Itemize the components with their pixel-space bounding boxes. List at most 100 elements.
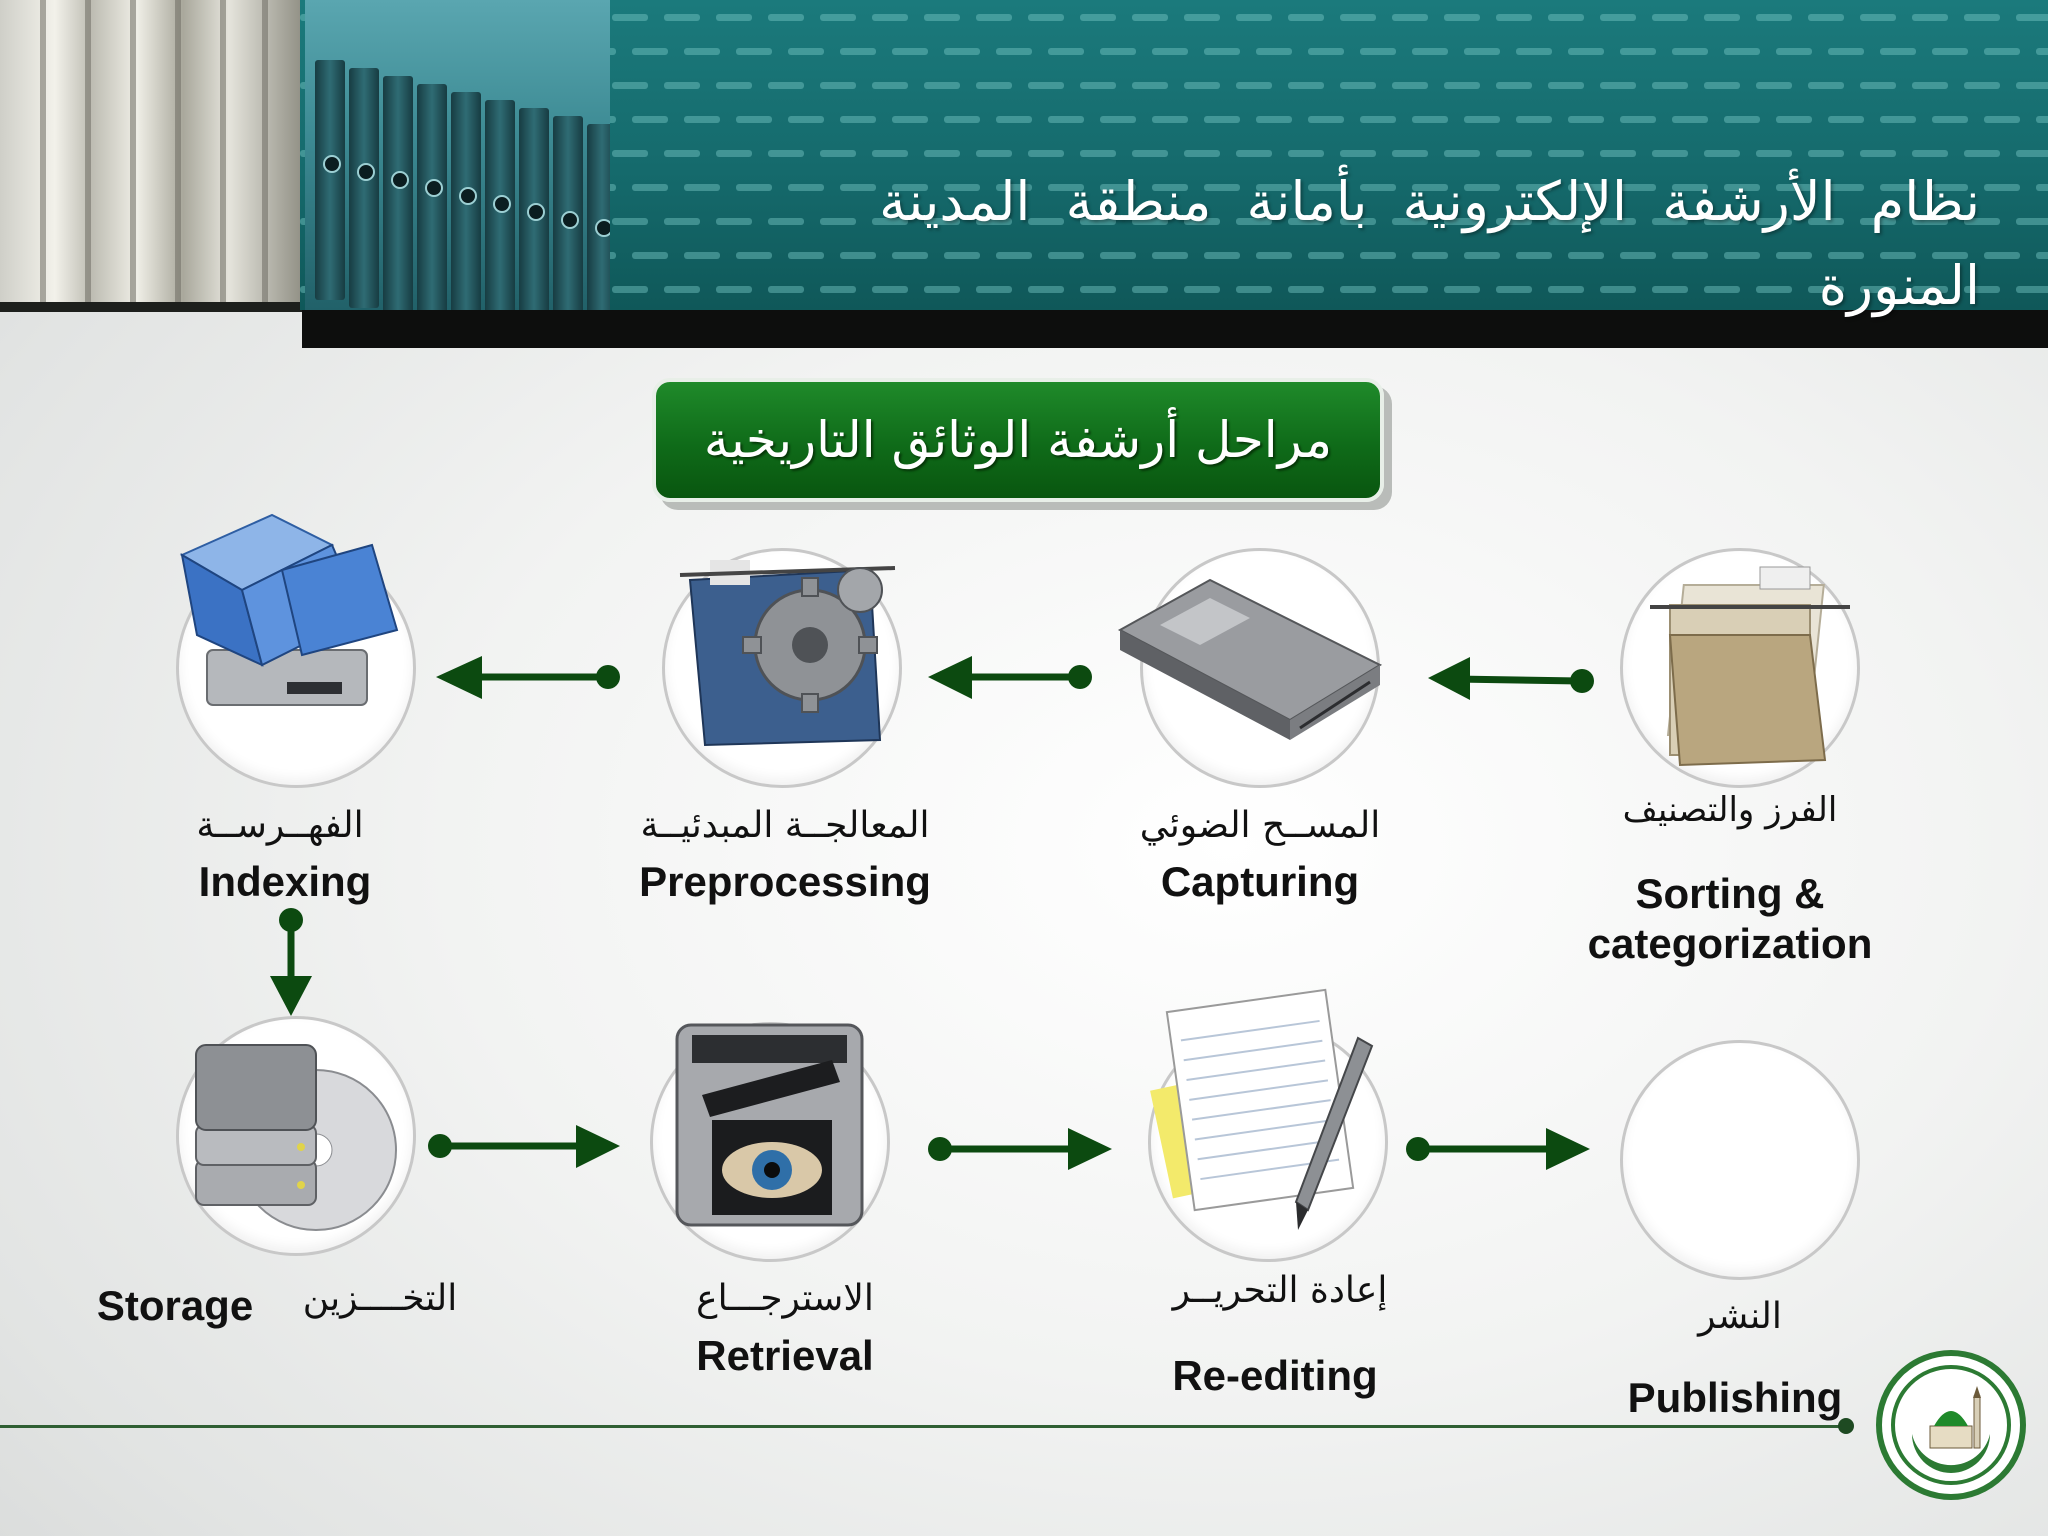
header-pattern-dash: [1412, 252, 1448, 259]
header-pattern-dash: [1724, 116, 1760, 123]
binders-photo: [305, 0, 610, 322]
header-pattern-dash: [1048, 48, 1084, 55]
header-pattern-dash: [1860, 286, 1896, 293]
header-pattern-dash: [1516, 252, 1552, 259]
indexing-en-label: Indexing: [198, 858, 372, 905]
header-pattern-dash: [872, 82, 908, 89]
header-pattern-dash: [892, 48, 928, 55]
header-pattern-dash: [612, 286, 648, 293]
capturing-en-label: Capturing: [1160, 858, 1360, 905]
header-pattern-dash: [1808, 218, 1844, 225]
header-pattern-dash: [1984, 184, 2020, 191]
header-pattern-dash: [924, 82, 960, 89]
header-pattern-dash: [1704, 218, 1740, 225]
header-pattern-dash: [664, 14, 700, 21]
header-pattern-dash: [1444, 286, 1480, 293]
header-pattern-dash: [1808, 82, 1844, 89]
header-pattern-dash: [664, 82, 700, 89]
header-pattern-dash: [1912, 82, 1948, 89]
header-pattern-dash: [1340, 14, 1376, 21]
header-pattern-dash: [664, 150, 700, 157]
header-pattern-dash: [2036, 48, 2048, 55]
arrow-retrieval-to-reediting: [928, 1128, 1112, 1170]
binder-spine: [417, 84, 447, 322]
header-pattern-dash: [1204, 116, 1240, 123]
header-pattern-dash: [1464, 116, 1500, 123]
header-pattern-dash: [736, 184, 772, 191]
header-pattern-dash: [1256, 252, 1292, 259]
header-pattern-dash: [1444, 82, 1480, 89]
header-pattern-dash: [716, 286, 752, 293]
storage-disc-icon: [195, 1044, 397, 1231]
header-pattern-dash: [1152, 48, 1188, 55]
header-pattern-dash: [1048, 184, 1084, 191]
header-pattern-dash: [2036, 116, 2048, 123]
header-pattern-dash: [1860, 82, 1896, 89]
header-pattern-dash: [1444, 150, 1480, 157]
header-pattern-dash: [944, 48, 980, 55]
stages-banner: مراحل أرشفة الوثائق التاريخية: [652, 378, 1384, 502]
header-pattern-dash: [1652, 14, 1688, 21]
header-pattern-dash: [1984, 116, 2020, 123]
header-pattern-dash: [684, 116, 720, 123]
header-pattern-dash: [632, 116, 668, 123]
header-pattern-dash: [1340, 150, 1376, 157]
header-pattern-dash: [1412, 48, 1448, 55]
header-pattern-dash: [944, 116, 980, 123]
header-pattern-dash: [872, 218, 908, 225]
header-pattern-dash: [840, 116, 876, 123]
header-pattern-dash: [892, 184, 928, 191]
header-pattern-dash: [1184, 82, 1220, 89]
header-pattern-dash: [716, 150, 752, 157]
header-pattern-dash: [976, 286, 1012, 293]
header-pattern-dash: [1672, 184, 1708, 191]
header-pattern-dash: [1080, 14, 1116, 21]
header-pattern-dash: [1984, 48, 2020, 55]
header-pattern-dash: [892, 252, 928, 259]
header-pattern-dash: [1256, 184, 1292, 191]
header-pattern-dash: [1028, 82, 1064, 89]
header-pattern-dash: [924, 150, 960, 157]
header-pattern-dash: [1412, 116, 1448, 123]
header-pattern-dash: [1392, 286, 1428, 293]
header-pattern-dash: [1880, 252, 1916, 259]
binder-spine: [553, 116, 583, 322]
folders-drive-icon: [179, 513, 399, 706]
header-pattern-dash: [820, 150, 856, 157]
header-pattern-dash: [1516, 184, 1552, 191]
document-pen-icon: [1150, 988, 1374, 1230]
header-pattern-dash: [1548, 150, 1584, 157]
header-pattern-dash: [632, 252, 668, 259]
header-pattern-dash: [1776, 48, 1812, 55]
header-pattern-dash: [1756, 150, 1792, 157]
arrow-capturing-to-preprocessing: [928, 656, 1092, 699]
reediting-ar-label: إعادة التحريــر: [1172, 1270, 1388, 1311]
header-pattern-dash: [1496, 150, 1532, 157]
header-pattern-dash: [1808, 286, 1844, 293]
header-pattern-dash: [1236, 286, 1272, 293]
header-pattern-dash: [716, 218, 752, 225]
arrow-sorting-to-capturing: [1428, 657, 1594, 700]
header-pattern-dash: [996, 116, 1032, 123]
header-pattern-dash: [768, 218, 804, 225]
header-pattern-dash: [1932, 48, 1968, 55]
page-title: نظام الأرشفة الإلكترونية بأمانة منطقة ال…: [879, 170, 1980, 317]
header-pattern-dash: [1204, 252, 1240, 259]
header-pattern-dash: [1204, 48, 1240, 55]
header-pattern-dash: [1600, 82, 1636, 89]
reediting-en-label: Re-editing: [1172, 1352, 1378, 1399]
header-pattern-dash: [1964, 14, 2000, 21]
header-pattern-dash: [612, 218, 648, 225]
header-pattern-dash: [1912, 286, 1948, 293]
header-pattern-dash: [1724, 252, 1760, 259]
header-pattern-dash: [1080, 218, 1116, 225]
header-pattern-dash: [716, 14, 752, 21]
sorting-en-label-line2: categorization: [1587, 920, 1873, 967]
header-pattern-dash: [1132, 82, 1168, 89]
header-photo-base: [0, 302, 305, 312]
folder-gear-icon: [679, 560, 896, 747]
header-pattern-dash: [1360, 252, 1396, 259]
header-pattern-dash: [1184, 286, 1220, 293]
header-pattern-dash: [1308, 252, 1344, 259]
header-pattern-dash: [1548, 218, 1584, 225]
